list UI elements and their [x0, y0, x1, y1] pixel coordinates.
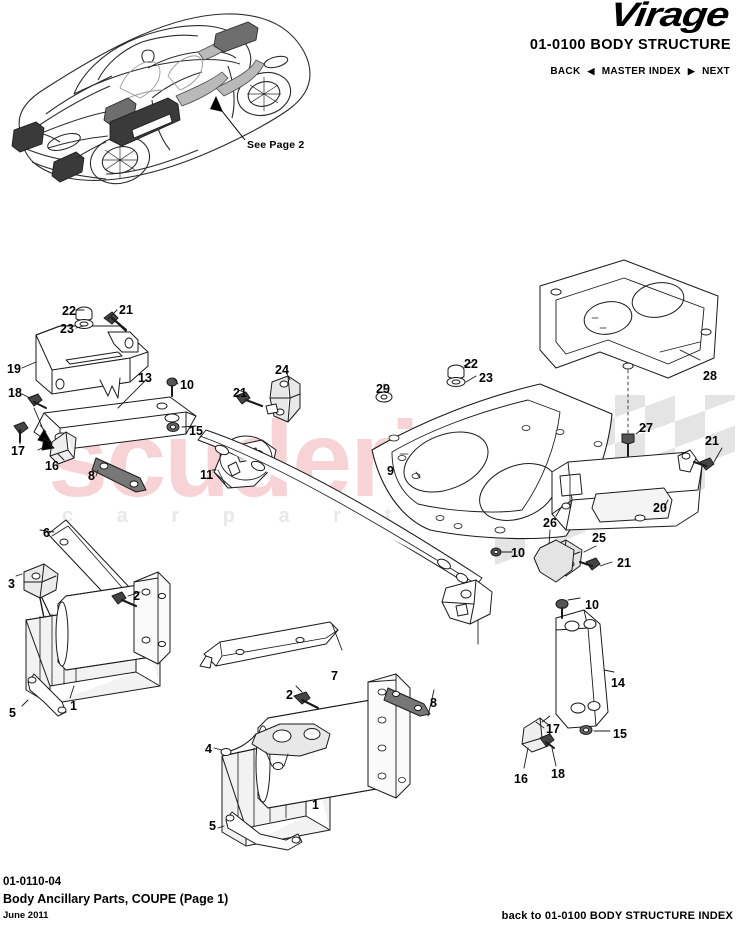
callout-7: 7: [331, 669, 338, 683]
nav-next-link[interactable]: NEXT: [702, 66, 730, 77]
callout-25: 25: [592, 531, 606, 545]
callout-15a: 15: [189, 424, 203, 438]
callout-10a: 10: [180, 378, 194, 392]
callout-5a: 5: [9, 706, 16, 720]
callout-8b: 8: [430, 696, 437, 710]
callout-5b: 5: [209, 819, 216, 833]
callout-28: 28: [703, 369, 717, 383]
exploded-parts-diagram: 22 21 23 19 13 10 18 15 16 17 8 24 21 11…: [0, 200, 737, 860]
callout-22b: 22: [464, 357, 478, 371]
next-arrow-icon[interactable]: ▶: [687, 66, 696, 76]
callout-2b: 2: [286, 688, 293, 702]
callout-1b: 1: [312, 798, 319, 812]
parts-line-art: [13, 259, 723, 851]
navigation-bar: BACK ◀ MASTER INDEX ▶ NEXT: [550, 66, 730, 77]
callout-21d: 21: [617, 556, 631, 570]
callout-22a: 22: [62, 304, 76, 318]
callout-23b: 23: [479, 371, 493, 385]
callout-29: 29: [376, 382, 390, 396]
virage-logo: Virage: [607, 0, 732, 34]
callout-3: 3: [8, 577, 15, 591]
nav-back-link[interactable]: BACK: [550, 66, 581, 77]
callout-19: 19: [7, 362, 21, 376]
callout-13: 13: [138, 371, 152, 385]
callout-6: 6: [43, 526, 50, 540]
nav-master-index-link[interactable]: MASTER INDEX: [601, 66, 681, 77]
callout-21b: 21: [233, 386, 247, 400]
callout-8a: 8: [88, 469, 95, 483]
page-footer: 01-0110-04 Body Ancillary Parts, COUPE (…: [0, 866, 737, 928]
callout-17a: 17: [11, 444, 25, 458]
callout-15b: 15: [613, 727, 627, 741]
callout-20: 20: [653, 501, 667, 515]
footer-document-title: Body Ancillary Parts, COUPE (Page 1): [3, 892, 229, 906]
callout-10b: 10: [511, 546, 525, 560]
callout-18a: 18: [8, 386, 22, 400]
callout-27: 27: [639, 421, 653, 435]
footer-date: June 2011: [3, 910, 49, 921]
back-arrow-icon[interactable]: ◀: [587, 66, 595, 76]
vehicle-overview-illustration: See Page 2: [2, 2, 342, 202]
callout-21c: 21: [705, 434, 719, 448]
callout-11: 11: [200, 468, 214, 482]
callout-10c: 10: [585, 598, 599, 612]
section-title: 01-0100 BODY STRUCTURE: [529, 37, 731, 53]
callout-21a: 21: [119, 303, 133, 317]
see-page-callout: See Page 2: [247, 139, 305, 151]
car-line-art: [11, 13, 311, 185]
page-header: Virage 01-0100 BODY STRUCTURE BACK ◀ MAS…: [0, 0, 737, 95]
callout-16a: 16: [45, 459, 59, 473]
footer-index-link[interactable]: back to 01-0100 BODY STRUCTURE INDEX: [501, 910, 733, 922]
callout-24: 24: [275, 363, 289, 377]
callout-23a: 23: [60, 322, 74, 336]
callout-2a: 2: [133, 589, 140, 603]
callout-18b: 18: [551, 767, 565, 781]
callout-9: 9: [387, 464, 394, 478]
footer-document-code: 01-0110-04: [3, 876, 62, 888]
callout-26: 26: [543, 516, 557, 530]
callout-14: 14: [611, 676, 625, 690]
callout-16b: 16: [514, 772, 528, 786]
callout-17b: 17: [546, 722, 560, 736]
callout-1a: 1: [70, 699, 77, 713]
callout-4: 4: [205, 742, 212, 756]
